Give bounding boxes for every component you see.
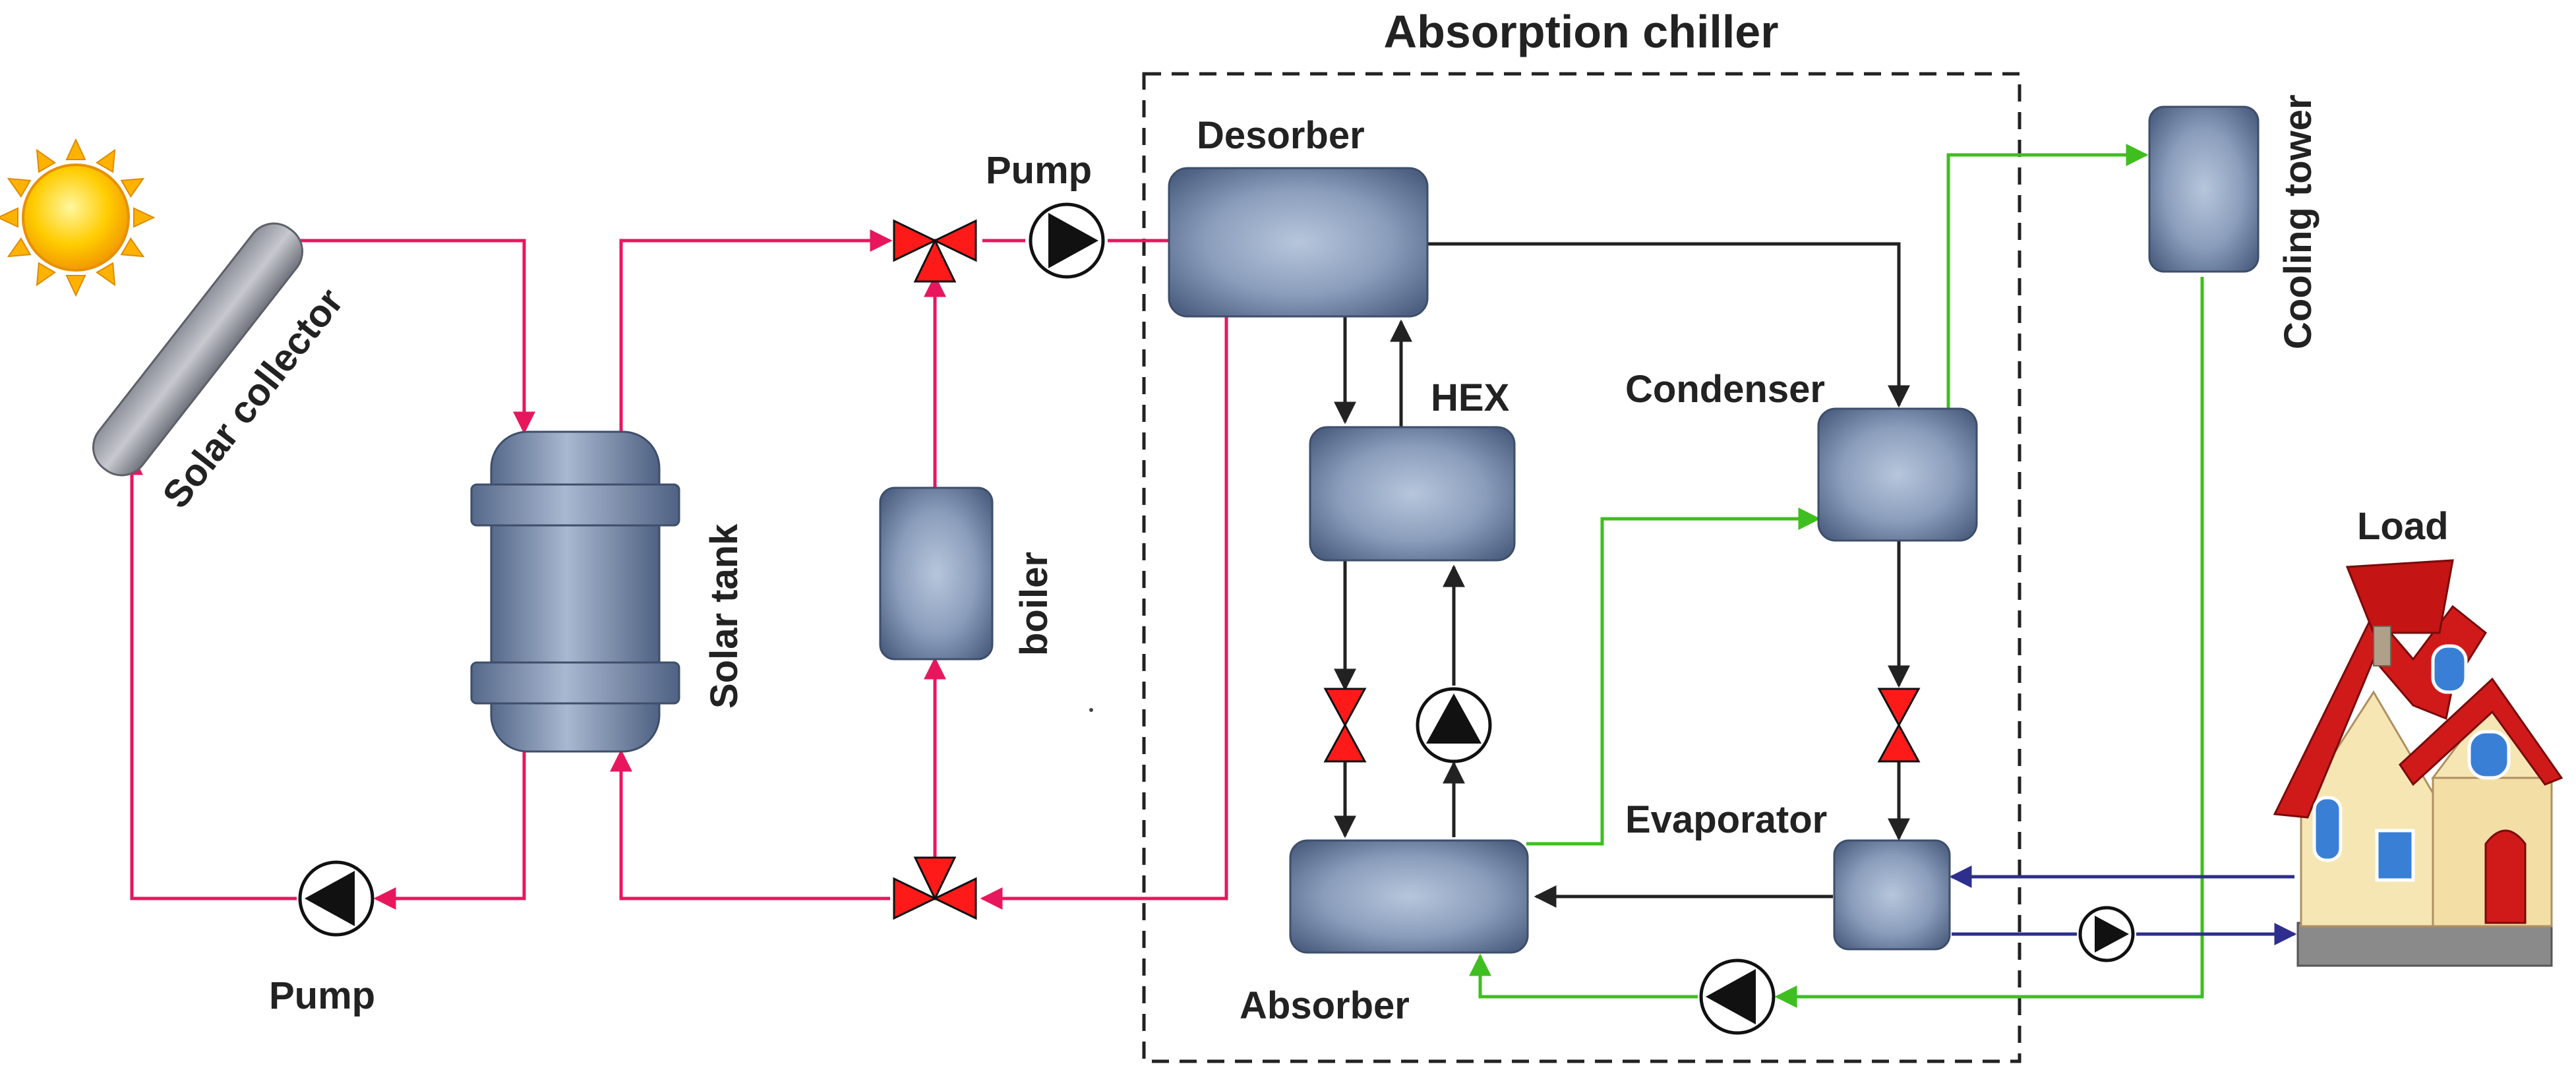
pump-icon[interactable] <box>1029 202 1105 279</box>
three-way-valve-icon[interactable] <box>893 219 977 283</box>
diagram-title: Absorption chiller <box>1384 6 1779 57</box>
boiler <box>879 486 994 661</box>
hot-water-lines <box>121 229 1228 910</box>
pump-top-label: Pump <box>986 149 1092 192</box>
refrigerant-lines <box>1334 242 1910 908</box>
desorber-label: Desorber <box>1197 114 1365 157</box>
valve-icon[interactable] <box>1877 688 1921 763</box>
pump-icon[interactable] <box>298 860 374 937</box>
hex-label: HEX <box>1431 376 1510 419</box>
sun-icon <box>0 138 156 297</box>
condenser <box>1817 407 1978 542</box>
cooling-water-lines <box>1469 144 2204 1008</box>
boiler-label: boiler <box>1013 552 1056 656</box>
evaporator-label: Evaporator <box>1625 798 1827 841</box>
pump-icon[interactable] <box>1699 958 1776 1035</box>
absorber-label: Absorber <box>1240 984 1410 1027</box>
chiller-boundary <box>1142 72 2022 1063</box>
pump-bottom-label: Pump <box>269 974 375 1017</box>
pump-icon[interactable] <box>2078 906 2135 962</box>
solar-collector <box>92 222 304 477</box>
cooling-tower <box>2148 105 2260 273</box>
condenser-label: Condenser <box>1625 368 1825 411</box>
valve-icon[interactable] <box>1323 688 1367 763</box>
three-way-valve-icon[interactable] <box>893 856 977 920</box>
chilled-water-lines <box>1949 866 2297 945</box>
absorber <box>1289 839 1529 954</box>
pump-icon[interactable] <box>1416 687 1492 763</box>
cooling-tower-label: Cooling tower <box>2277 94 2320 349</box>
desorber <box>1168 167 1429 318</box>
evaporator <box>1833 839 1951 951</box>
hex <box>1309 426 1516 562</box>
house-icon <box>2273 559 2563 967</box>
stray-dot <box>1089 708 1093 712</box>
load-label: Load <box>2357 505 2449 548</box>
solar-tank <box>470 430 680 753</box>
solar-tank-label: Solar tank <box>703 523 746 709</box>
